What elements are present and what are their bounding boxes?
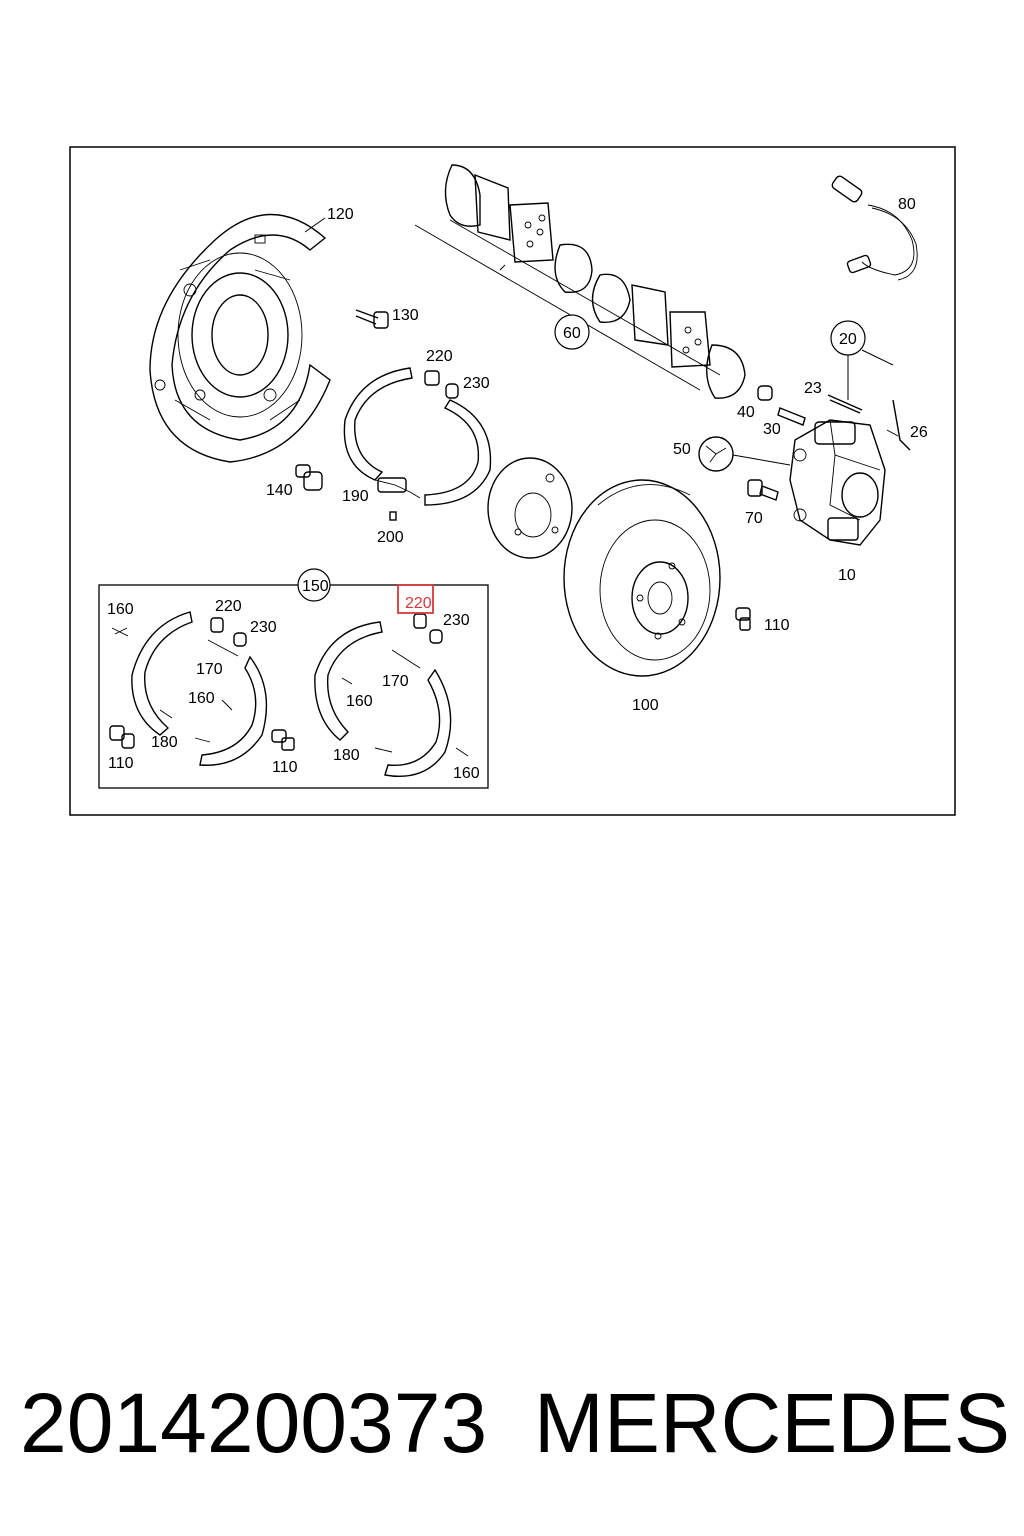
callout-100[interactable]: 100: [632, 697, 659, 714]
kit-left-shoes-drawing: [109, 611, 295, 766]
callout-40[interactable]: 40: [737, 404, 755, 421]
callout-50[interactable]: 50: [673, 441, 691, 458]
callout-60[interactable]: 60: [563, 325, 581, 342]
brake-disc-drawing: [563, 479, 721, 677]
kit-box-150: [98, 584, 489, 789]
callout-110-kit-b[interactable]: 110: [272, 759, 298, 776]
callout-170-kit-b[interactable]: 170: [382, 673, 409, 690]
callout-70[interactable]: 70: [745, 510, 763, 527]
callout-110-right[interactable]: 110: [764, 617, 790, 634]
wear-sensor-drawing: [831, 175, 918, 281]
callout-20[interactable]: 20: [839, 331, 857, 348]
brake-caliper-drawing: [789, 349, 894, 546]
callout-26[interactable]: 26: [910, 424, 928, 441]
bolt-70-drawing: [747, 479, 779, 501]
callout-23[interactable]: 23: [804, 380, 822, 397]
brake-pads-drawing: [414, 164, 746, 399]
callout-180-kit-b[interactable]: 180: [333, 747, 360, 764]
callout-10[interactable]: 10: [838, 567, 856, 584]
small-parts-220-230-top: [424, 370, 459, 399]
caption-bar: 2014200373 MERCEDES: [20, 1358, 1010, 1488]
bleed-screw-parts-drawing: [757, 385, 806, 426]
callout-220-kit-highlighted[interactable]: 220: [405, 595, 432, 612]
callout-80[interactable]: 80: [898, 196, 916, 213]
bolt-130-drawing: [355, 309, 389, 329]
part-number: 2014200373: [20, 1376, 488, 1470]
parking-brake-shoes-drawing: [343, 367, 492, 521]
plug-140-drawing: [295, 464, 323, 491]
highlighted-callout-box[interactable]: [397, 584, 434, 614]
callout-180-kit-a[interactable]: 180: [151, 734, 178, 751]
callout-circle-20: [830, 320, 866, 356]
callout-150[interactable]: 150: [302, 578, 329, 595]
callout-160-kit-d[interactable]: 160: [453, 765, 480, 782]
bolt-110-right-drawing: [735, 607, 751, 631]
callout-160-kit-a[interactable]: 160: [107, 601, 134, 618]
callout-200[interactable]: 200: [377, 529, 404, 546]
callout-circle-150: [297, 568, 331, 602]
wheel-hub-drawing: [487, 457, 573, 559]
callout-30[interactable]: 30: [763, 421, 781, 438]
callout-170-kit-a[interactable]: 170: [196, 661, 223, 678]
callout-220-top[interactable]: 220: [426, 348, 453, 365]
callout-120[interactable]: 120: [327, 206, 354, 223]
callout-230-top[interactable]: 230: [463, 375, 490, 392]
callout-220-kit-a[interactable]: 220: [215, 598, 242, 615]
callout-circle-60: [554, 314, 590, 350]
brand-name: MERCEDES: [533, 1376, 1010, 1470]
callout-230-kit-a[interactable]: 230: [250, 619, 277, 636]
tightening-symbol-drawing: [698, 436, 791, 472]
callout-110-kit-a[interactable]: 110: [108, 755, 134, 772]
diagram-frame: [69, 146, 956, 816]
pins-23-26-drawing: [827, 394, 911, 451]
dust-shield-drawing: [149, 213, 331, 463]
callout-130[interactable]: 130: [392, 307, 419, 324]
callout-160-kit-b[interactable]: 160: [188, 690, 215, 707]
callout-160-kit-c[interactable]: 160: [346, 693, 373, 710]
kit-right-shoes-drawing: [314, 613, 469, 777]
callout-140[interactable]: 140: [266, 482, 293, 499]
callout-190[interactable]: 190: [342, 488, 369, 505]
callout-230-kit-b[interactable]: 230: [443, 612, 470, 629]
